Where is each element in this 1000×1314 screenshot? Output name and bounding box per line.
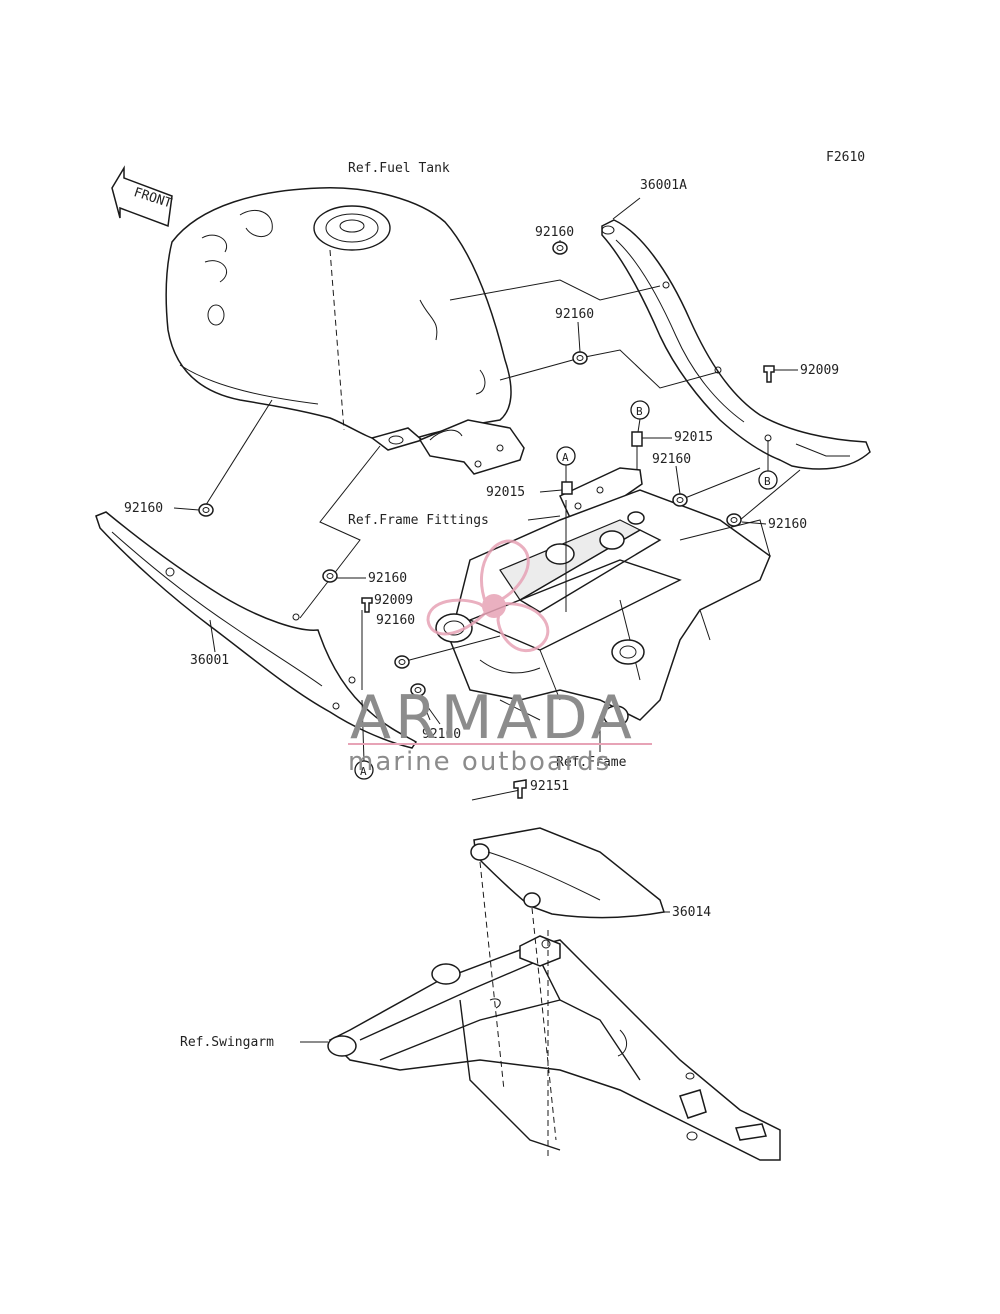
ref-frame-fittings-label: Ref.Frame Fittings [348,513,489,528]
frame [435,489,771,727]
lower-cover-36014 [470,827,665,919]
part-label-92009: 92009 [374,593,413,608]
side-cover-left-36001 [95,511,418,749]
side-cover-right-36001A [601,219,871,470]
watermark-brand: ARMADA [350,683,636,753]
part-label-92160: 92160 [124,501,163,516]
connector-b-label: B [636,405,643,418]
front-arrow-icon [111,165,173,228]
part-label-92160: 92160 [422,727,461,742]
part-label-36014: 36014 [672,905,711,920]
screw-icon [361,365,775,799]
part-label-92015: 92015 [674,430,713,445]
part-label-92015: 92015 [486,485,525,500]
connector-a-label: A [562,451,569,464]
ref-swingarm-label: Ref.Swingarm [180,1035,274,1050]
part-label-92160: 92160 [768,517,807,532]
part-label-92160: 92160 [652,452,691,467]
part-label-36001: 36001 [190,653,229,668]
ref-frame-label: Ref.Frame [556,755,627,770]
part-label-92160: 92160 [368,571,407,586]
part-label-92160: 92160 [535,225,574,240]
ref-fuel-tank-label: Ref.Fuel Tank [348,161,450,176]
watermark-logo-icon [426,539,550,653]
part-label-92160: 92160 [376,613,415,628]
part-label-92151: 92151 [530,779,569,794]
part-label-92160: 92160 [555,307,594,322]
connector-a-icon: A [556,446,576,482]
connector-a-icon: A [354,699,374,780]
connector-b-icon: B [630,400,650,433]
connector-b-label: B [764,475,771,488]
frame-fittings-bracket [559,431,643,523]
part-label-36001A: 36001A [640,178,687,193]
grommet-icon [198,241,742,697]
fuel-tank [165,187,525,475]
part-label-92009: 92009 [800,363,839,378]
connector-a-label: A [360,765,367,778]
watermark-tagline: marine outboards [348,747,611,777]
swingarm [327,935,781,1161]
connector-b-icon: B [758,440,778,490]
figure-code: F2610 [826,150,865,165]
